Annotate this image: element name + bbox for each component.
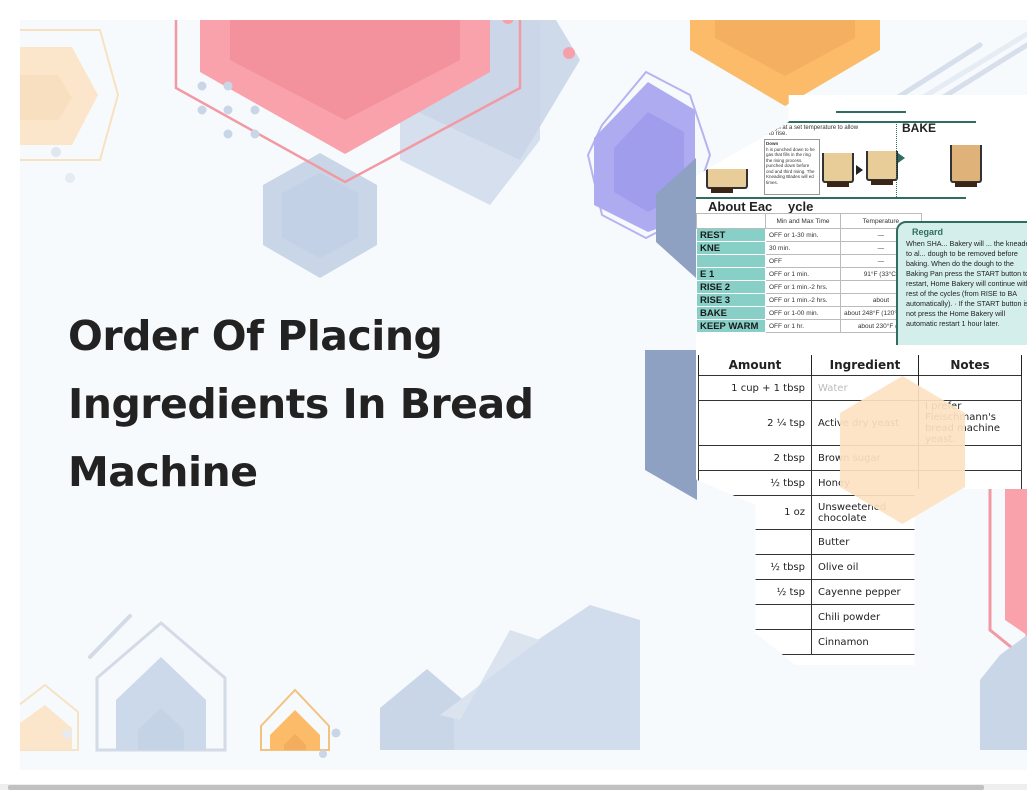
bake-label: BAKE <box>902 121 937 135</box>
cycle-heading: About Eac <box>708 199 773 214</box>
arrow-right-teal-icon <box>898 153 905 163</box>
cycle-heading-continued: ycle <box>788 199 814 214</box>
article-title: Order Of Placing Ingredients In Bread Ma… <box>68 312 534 496</box>
pink-hexagon-outline-icon <box>174 20 522 184</box>
orange-hexagon-outline-icon <box>260 688 330 751</box>
bread-pan-icon <box>706 169 748 193</box>
bread-pan-risen-icon <box>866 151 898 185</box>
bread-machine-collage: dough at a set temperature to allow h to… <box>20 20 1027 770</box>
manual-intro-text: dough at a set temperature to allow h to… <box>764 125 859 137</box>
cycle-row: OFF— <box>696 254 922 268</box>
featured-image: Order Of Placing Ingredients In Bread Ma… <box>20 20 1027 770</box>
table-header-row: Amount Ingredient Notes <box>698 355 1022 376</box>
regarding-note-title: Regard <box>912 227 944 237</box>
bread-machine-manual-excerpt: dough at a set temperature to allow h to… <box>696 95 1027 365</box>
bread-pan-dough-icon <box>822 153 854 187</box>
blue-gray-hexagon-outline-icon <box>95 621 227 752</box>
horizontal-scrollbar-thumb[interactable] <box>8 785 984 790</box>
manual-rise-section: dough at a set temperature to allow h to… <box>764 125 959 195</box>
peach-hexagon-outline-icon <box>20 29 120 161</box>
slate-shard-icon <box>645 350 697 500</box>
punch-down-box: Down h is punched down to he gas that fi… <box>764 139 820 195</box>
orange-hexagon-bottom-icon <box>270 710 320 750</box>
arrow-right-icon <box>856 165 863 175</box>
table-row: Chili powder <box>698 604 1022 630</box>
regarding-note-box: Regard When SHA... Bakery will ... the k… <box>896 221 1027 357</box>
slate-shard-icon <box>656 158 696 278</box>
table-row: Cinnamon <box>698 629 1022 655</box>
regarding-note-text: When SHA... Bakery will ... the kneade t… <box>906 239 1027 328</box>
bread-loaf-icon <box>950 145 982 187</box>
